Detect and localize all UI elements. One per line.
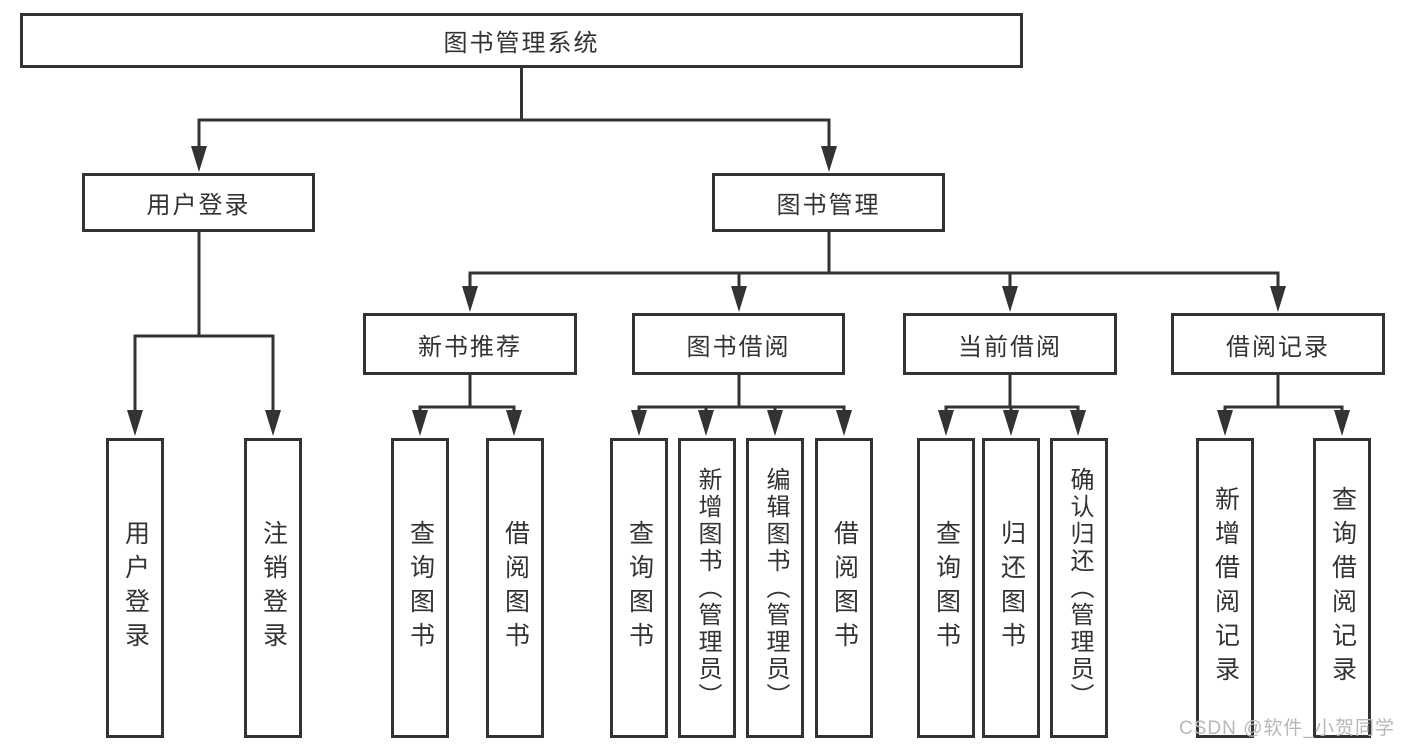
leaf-label: 查询图书 (406, 520, 435, 656)
leaf-logout: 注销登录 (244, 438, 302, 738)
leaf-label: 新增图书（管理员） (694, 466, 721, 710)
leaf-add-books-admin: 新增图书（管理员） (678, 438, 736, 738)
node-label: 用户登录 (146, 192, 251, 219)
leaf-confirm-return-admin: 确认归还（管理员） (1050, 438, 1108, 738)
leaf-label: 确认归还（管理员） (1066, 466, 1093, 710)
leaf-label: 新增借阅记录 (1211, 486, 1240, 690)
node-label: 当前借阅 (958, 333, 1062, 361)
node-label: 图书管理系统 (443, 30, 600, 57)
leaf-user-login: 用户登录 (106, 438, 164, 738)
node-new-book-recommend: 新书推荐 (363, 313, 577, 375)
leaf-edit-books-admin: 编辑图书（管理员） (746, 438, 804, 738)
node-label: 新书推荐 (418, 333, 522, 361)
leaf-query-books-2: 查询图书 (610, 438, 668, 738)
node-label: 借阅记录 (1226, 333, 1330, 361)
node-book-management: 图书管理 (712, 173, 945, 232)
node-label: 图书管理 (776, 192, 881, 219)
leaf-label: 查询借阅记录 (1328, 486, 1357, 690)
leaf-label: 用户登录 (121, 520, 150, 656)
leaf-label: 编辑图书（管理员） (762, 466, 789, 710)
leaf-borrow-books-2: 借阅图书 (815, 438, 873, 738)
node-label: 图书借阅 (686, 333, 791, 361)
leaf-label: 查询图书 (625, 520, 654, 656)
leaf-label: 归还图书 (997, 520, 1026, 656)
leaf-label: 借阅图书 (830, 520, 859, 656)
leaf-query-borrow-record: 查询借阅记录 (1313, 438, 1371, 738)
leaf-label: 借阅图书 (501, 520, 530, 656)
leaf-query-books-3: 查询图书 (917, 438, 975, 738)
csdn-watermark: CSDN @软件_小贺同学 (1179, 718, 1395, 739)
leaf-label: 注销登录 (259, 520, 288, 656)
leaf-return-books: 归还图书 (982, 438, 1040, 738)
node-library-management-system: 图书管理系统 (20, 13, 1023, 68)
node-user-login: 用户登录 (82, 173, 315, 232)
leaf-query-books-1: 查询图书 (391, 438, 449, 738)
leaf-borrow-books-1: 借阅图书 (486, 438, 544, 738)
leaf-label: 查询图书 (932, 520, 961, 656)
leaf-add-borrow-record: 新增借阅记录 (1196, 438, 1254, 738)
node-borrow-records: 借阅记录 (1171, 313, 1385, 375)
node-book-borrow: 图书借阅 (632, 313, 845, 375)
node-current-borrow: 当前借阅 (903, 313, 1117, 375)
